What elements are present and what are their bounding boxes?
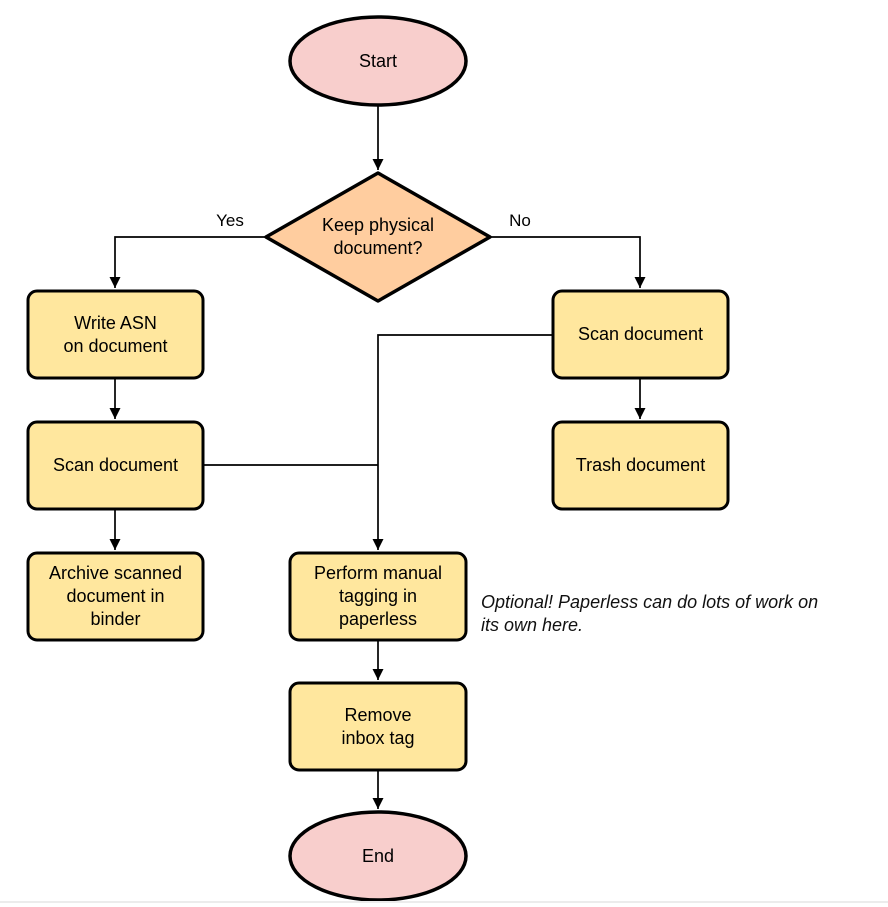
end-terminator-shape (288, 810, 468, 902)
trash-process-shape (551, 420, 730, 511)
start-terminator-shape (288, 15, 468, 107)
tagging-process-shape (288, 551, 468, 642)
remove-inbox-process-shape (288, 681, 468, 772)
scan-left-process-shape (26, 420, 205, 511)
edge-scanright-to-tagging (372, 334, 553, 550)
optional-note: Optional! Paperless can do lots of work … (481, 591, 818, 637)
decision-diamond-shape (264, 171, 492, 303)
scan-right-process-shape (551, 289, 730, 380)
archive-process-shape (26, 551, 205, 642)
viewport-bottom-divider (0, 901, 888, 903)
optional-note-line1: Optional! Paperless can do lots of work … (481, 592, 819, 612)
edge-decision-no (490, 236, 646, 288)
edge-decision-yes (109, 236, 266, 288)
optional-note-line2: its own here. (481, 615, 584, 635)
write-asn-process-shape (26, 289, 205, 380)
